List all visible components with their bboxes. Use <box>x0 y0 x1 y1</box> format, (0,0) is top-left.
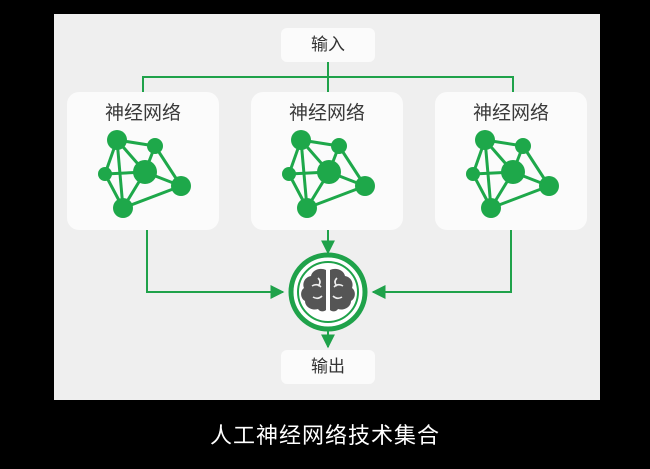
left-to-brain <box>146 230 285 299</box>
brain-icon <box>301 268 355 312</box>
network-node <box>481 198 501 218</box>
network-node <box>466 167 480 181</box>
network-node <box>297 198 317 218</box>
network-node <box>133 160 157 184</box>
network-link <box>483 139 493 209</box>
caption: 人工神经网络技术集合 <box>209 424 440 449</box>
network-link <box>299 139 309 209</box>
network-node <box>475 130 495 150</box>
network-node <box>501 160 525 184</box>
network-link <box>490 184 550 210</box>
network-card-3: 神经网络 <box>435 92 587 230</box>
network-link <box>122 184 182 210</box>
network-title: 神经网络 <box>288 102 365 124</box>
network-node <box>539 176 559 196</box>
network-node <box>147 138 163 154</box>
network-link <box>306 184 366 210</box>
network-node <box>291 130 311 150</box>
output-label: 输出 <box>281 350 375 384</box>
network-node <box>317 160 341 184</box>
network-node <box>98 167 112 181</box>
network-node <box>282 167 296 181</box>
input-label: 输入 <box>281 28 375 62</box>
network-link <box>115 139 125 209</box>
connector-lines <box>142 62 514 349</box>
network-graphs <box>98 130 559 218</box>
network-node <box>107 130 127 150</box>
network-graph-3 <box>466 130 559 218</box>
network-graph-2 <box>282 130 375 218</box>
input-branch <box>142 76 514 92</box>
network-title: 神经网络 <box>104 102 181 124</box>
network-node <box>171 176 191 196</box>
network-node <box>515 138 531 154</box>
network-node <box>355 176 375 196</box>
network-node <box>113 198 133 218</box>
brain-node <box>288 252 368 332</box>
network-title: 神经网络 <box>472 102 549 124</box>
network-graph-1 <box>98 130 191 218</box>
network-node <box>331 138 347 154</box>
right-to-brain <box>371 230 512 299</box>
